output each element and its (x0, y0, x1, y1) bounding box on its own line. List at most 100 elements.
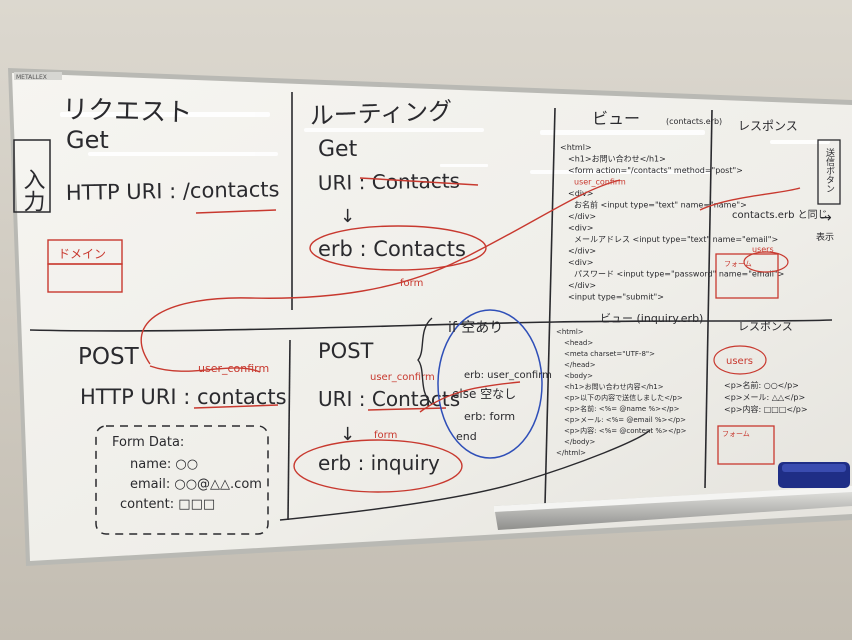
code-line: <html> (556, 328, 584, 336)
routing-column: ルーティング Get URI : Contacts ↓ erb : Contac… (293, 97, 552, 493)
post-uri: HTTP URI : contacts (80, 385, 287, 409)
side-vertical: 送信ボタン (824, 147, 835, 193)
branch-else: else 空なし (452, 387, 516, 401)
code-line: </body> (564, 438, 596, 446)
get-uri-underline (195, 209, 277, 214)
code-line: パスワード <input type="password" name="email… (574, 270, 784, 279)
response-note: contacts.erb と同じ (732, 209, 828, 221)
code-line: <p>名前: <%= @name %></p> (564, 404, 680, 413)
branch-line1: erb: user_confirm (464, 370, 552, 381)
brand-plate (14, 72, 62, 80)
routing-form-note-2: form (374, 430, 397, 441)
response-users-label: users (726, 356, 753, 367)
code-line: お名前 <input type="text" name="name"> (574, 200, 747, 210)
response-users-circle (713, 345, 767, 375)
response-box-2 (717, 425, 775, 465)
view-heading-note: (contacts.erb) (666, 117, 722, 126)
routing-get-erb: erb : Contacts (318, 237, 466, 261)
code-line: </div> (568, 247, 596, 256)
code-line: <meta charset="UTF-8"> (564, 350, 655, 358)
branch-circle (437, 309, 543, 459)
side-notes: 送信ボタン → 表示 (816, 139, 841, 243)
form-data-email: email: ○○@△△.com (130, 477, 262, 492)
routing-post-uri-underline (367, 407, 447, 411)
code-line: メールアドレス <input type="text" name="email"> (574, 235, 778, 244)
routing-post-down-arrow: ↓ (340, 424, 355, 445)
request-column: リクエスト 入力 Get HTTP URI : /contacts ドメイン P… (13, 95, 287, 535)
black-curve-bottom (279, 429, 651, 521)
response-box (715, 253, 779, 299)
response-heading: レスポンス (738, 119, 798, 133)
code-line: user_confirm (574, 178, 626, 187)
form-data-title: Form Data: (112, 435, 184, 450)
brand-label: METALLEX (16, 74, 47, 81)
side-bottom: 表示 (816, 231, 834, 243)
eraser-top (782, 464, 846, 472)
response-column: レスポンス contacts.erb と同じ users フォーム レスポンス … (713, 119, 828, 465)
get-method: Get (66, 126, 109, 154)
red-curve-right (699, 187, 801, 211)
routing-get-erb-circle (309, 225, 487, 271)
input-label: 入力 (20, 168, 46, 212)
code-line: <html> (560, 143, 592, 152)
board-grid-lines (29, 92, 833, 521)
code-line: </div> (568, 212, 596, 221)
routing-get-method: Get (318, 137, 358, 162)
form-data-content: content: □□□ (120, 497, 215, 512)
routing-user-confirm-note: user_confirm (370, 372, 435, 383)
response-line-1: <p>名前: ○○</p> (724, 380, 799, 390)
routing-post-uri: URI : Contacts (318, 387, 460, 411)
code-line: <p>メール: <%= @email %></p> (564, 416, 686, 424)
view-code-bottom: <html> <head> <meta charset="UTF-8"> </head… (556, 328, 687, 457)
response-line-2: <p>メール: △△</p> (724, 393, 805, 402)
red-curve-main (140, 179, 621, 365)
request-heading: リクエスト (62, 95, 193, 128)
code-line: <form action="/contacts" method="post"> (568, 166, 743, 175)
side-box (817, 139, 841, 205)
response-user-label: users (752, 245, 774, 254)
code-line: <body> (564, 372, 593, 380)
response-field-label-2: フォーム (722, 430, 750, 438)
code-line: <div> (568, 258, 593, 267)
connector-lines (140, 179, 801, 521)
code-line: <p>以下の内容で送信しました</p> (564, 393, 683, 402)
branch-end: end (456, 430, 477, 443)
code-line: <div> (568, 224, 593, 233)
branch-line2: erb: form (464, 410, 515, 423)
board-surface (12, 73, 852, 561)
code-line: </div> (568, 281, 596, 290)
routing-post-method: POST (318, 339, 374, 363)
input-label-box (13, 139, 51, 213)
view-heading: ビュー (592, 109, 640, 128)
response-field-circle (743, 251, 789, 273)
red-curve-user (149, 365, 261, 373)
red-curve-lower (419, 381, 521, 413)
form-data-box (95, 425, 269, 535)
code-line: <head> (564, 339, 593, 347)
get-uri: HTTP URI : /contacts (66, 177, 280, 205)
marker-tray-lip (494, 486, 852, 512)
code-line: <h1>お問い合わせ</h1> (568, 154, 666, 164)
domain-note: ドメイン (58, 247, 106, 261)
code-line: <h1>お問い合わせ内容</h1> (564, 382, 664, 391)
routing-form-note: form (400, 278, 423, 289)
code-line: <div> (568, 189, 593, 198)
response-field-label: フォーム (724, 260, 752, 268)
routing-get-uri-strike (359, 177, 479, 186)
view-column: ビュー (contacts.erb) <html> <h1>お問い合わせ</h1>… (556, 109, 784, 457)
code-line: </html> (556, 449, 586, 457)
routing-post-erb-circle (293, 439, 463, 493)
routing-heading: ルーティング (309, 97, 452, 130)
form-data-name: name: ○○ (130, 457, 198, 472)
code-line: <input type="submit"> (568, 293, 664, 302)
view-heading-2: ビュー (inquiry.erb) (600, 312, 703, 325)
response-heading-2: レスポンス (738, 320, 793, 333)
code-line: </head> (564, 361, 596, 369)
routing-get-uri: URI : Contacts (318, 169, 461, 195)
code-line: <p>内容: <%= @content %></p> (564, 426, 687, 435)
light-reflections (60, 112, 830, 174)
response-line-3: <p>内容: □□□</p> (724, 404, 808, 414)
post-uri-underline (193, 404, 279, 409)
routing-post-erb: erb : inquiry (318, 451, 440, 475)
